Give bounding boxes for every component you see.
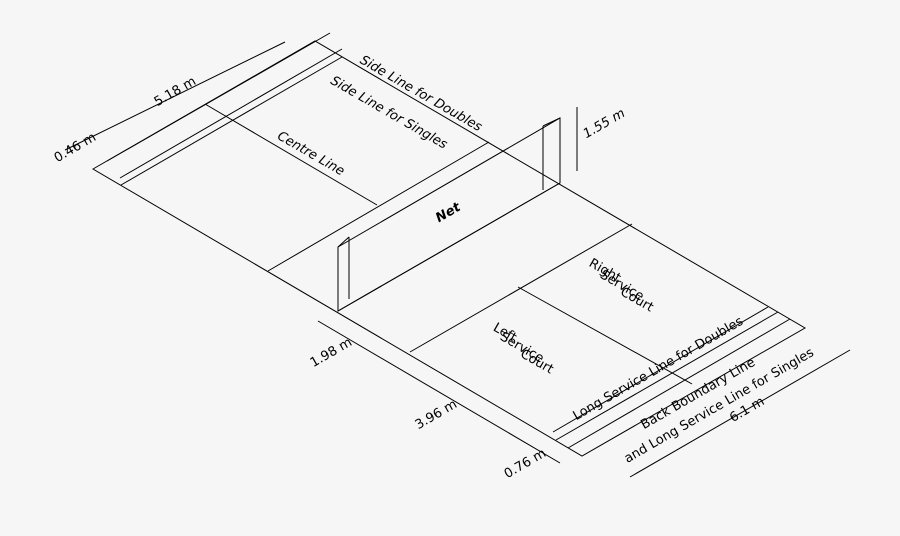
far-centre-line: [204, 103, 378, 206]
short-service-label: 1.98 m: [308, 335, 355, 371]
singles-sideline-left: [120, 56, 343, 186]
bottom-width-dim-line: [629, 349, 851, 478]
net-post-right-top: [542, 117, 561, 127]
right-back-lines: [552, 306, 769, 433]
net-post-left-top: [337, 236, 350, 248]
right-long-service-doubles: [567, 318, 791, 449]
net-height-label: 1.55 m: [581, 106, 628, 142]
far-short-service-line: [267, 141, 490, 272]
left-long-service-doubles: [119, 48, 343, 179]
left-depth-dim-line: [317, 320, 561, 464]
side-line-singles-label: Side Line for Singles: [328, 73, 450, 152]
top-width-dim-line: [64, 41, 286, 151]
alley-label: 0.46 m: [52, 130, 99, 166]
service-depth-label: 3.96 m: [413, 397, 460, 433]
singles-sideline-right: [555, 311, 779, 441]
centre-line-label: Centre Line: [275, 129, 347, 179]
near-centre-line: [517, 286, 693, 385]
back-alley-label: 0.76 m: [502, 446, 549, 482]
width-half-label: 5.18 m: [152, 74, 199, 110]
net-label: Net: [433, 200, 464, 226]
near-short-service-line: [409, 223, 633, 353]
left-back-doubles-line: [106, 32, 331, 162]
